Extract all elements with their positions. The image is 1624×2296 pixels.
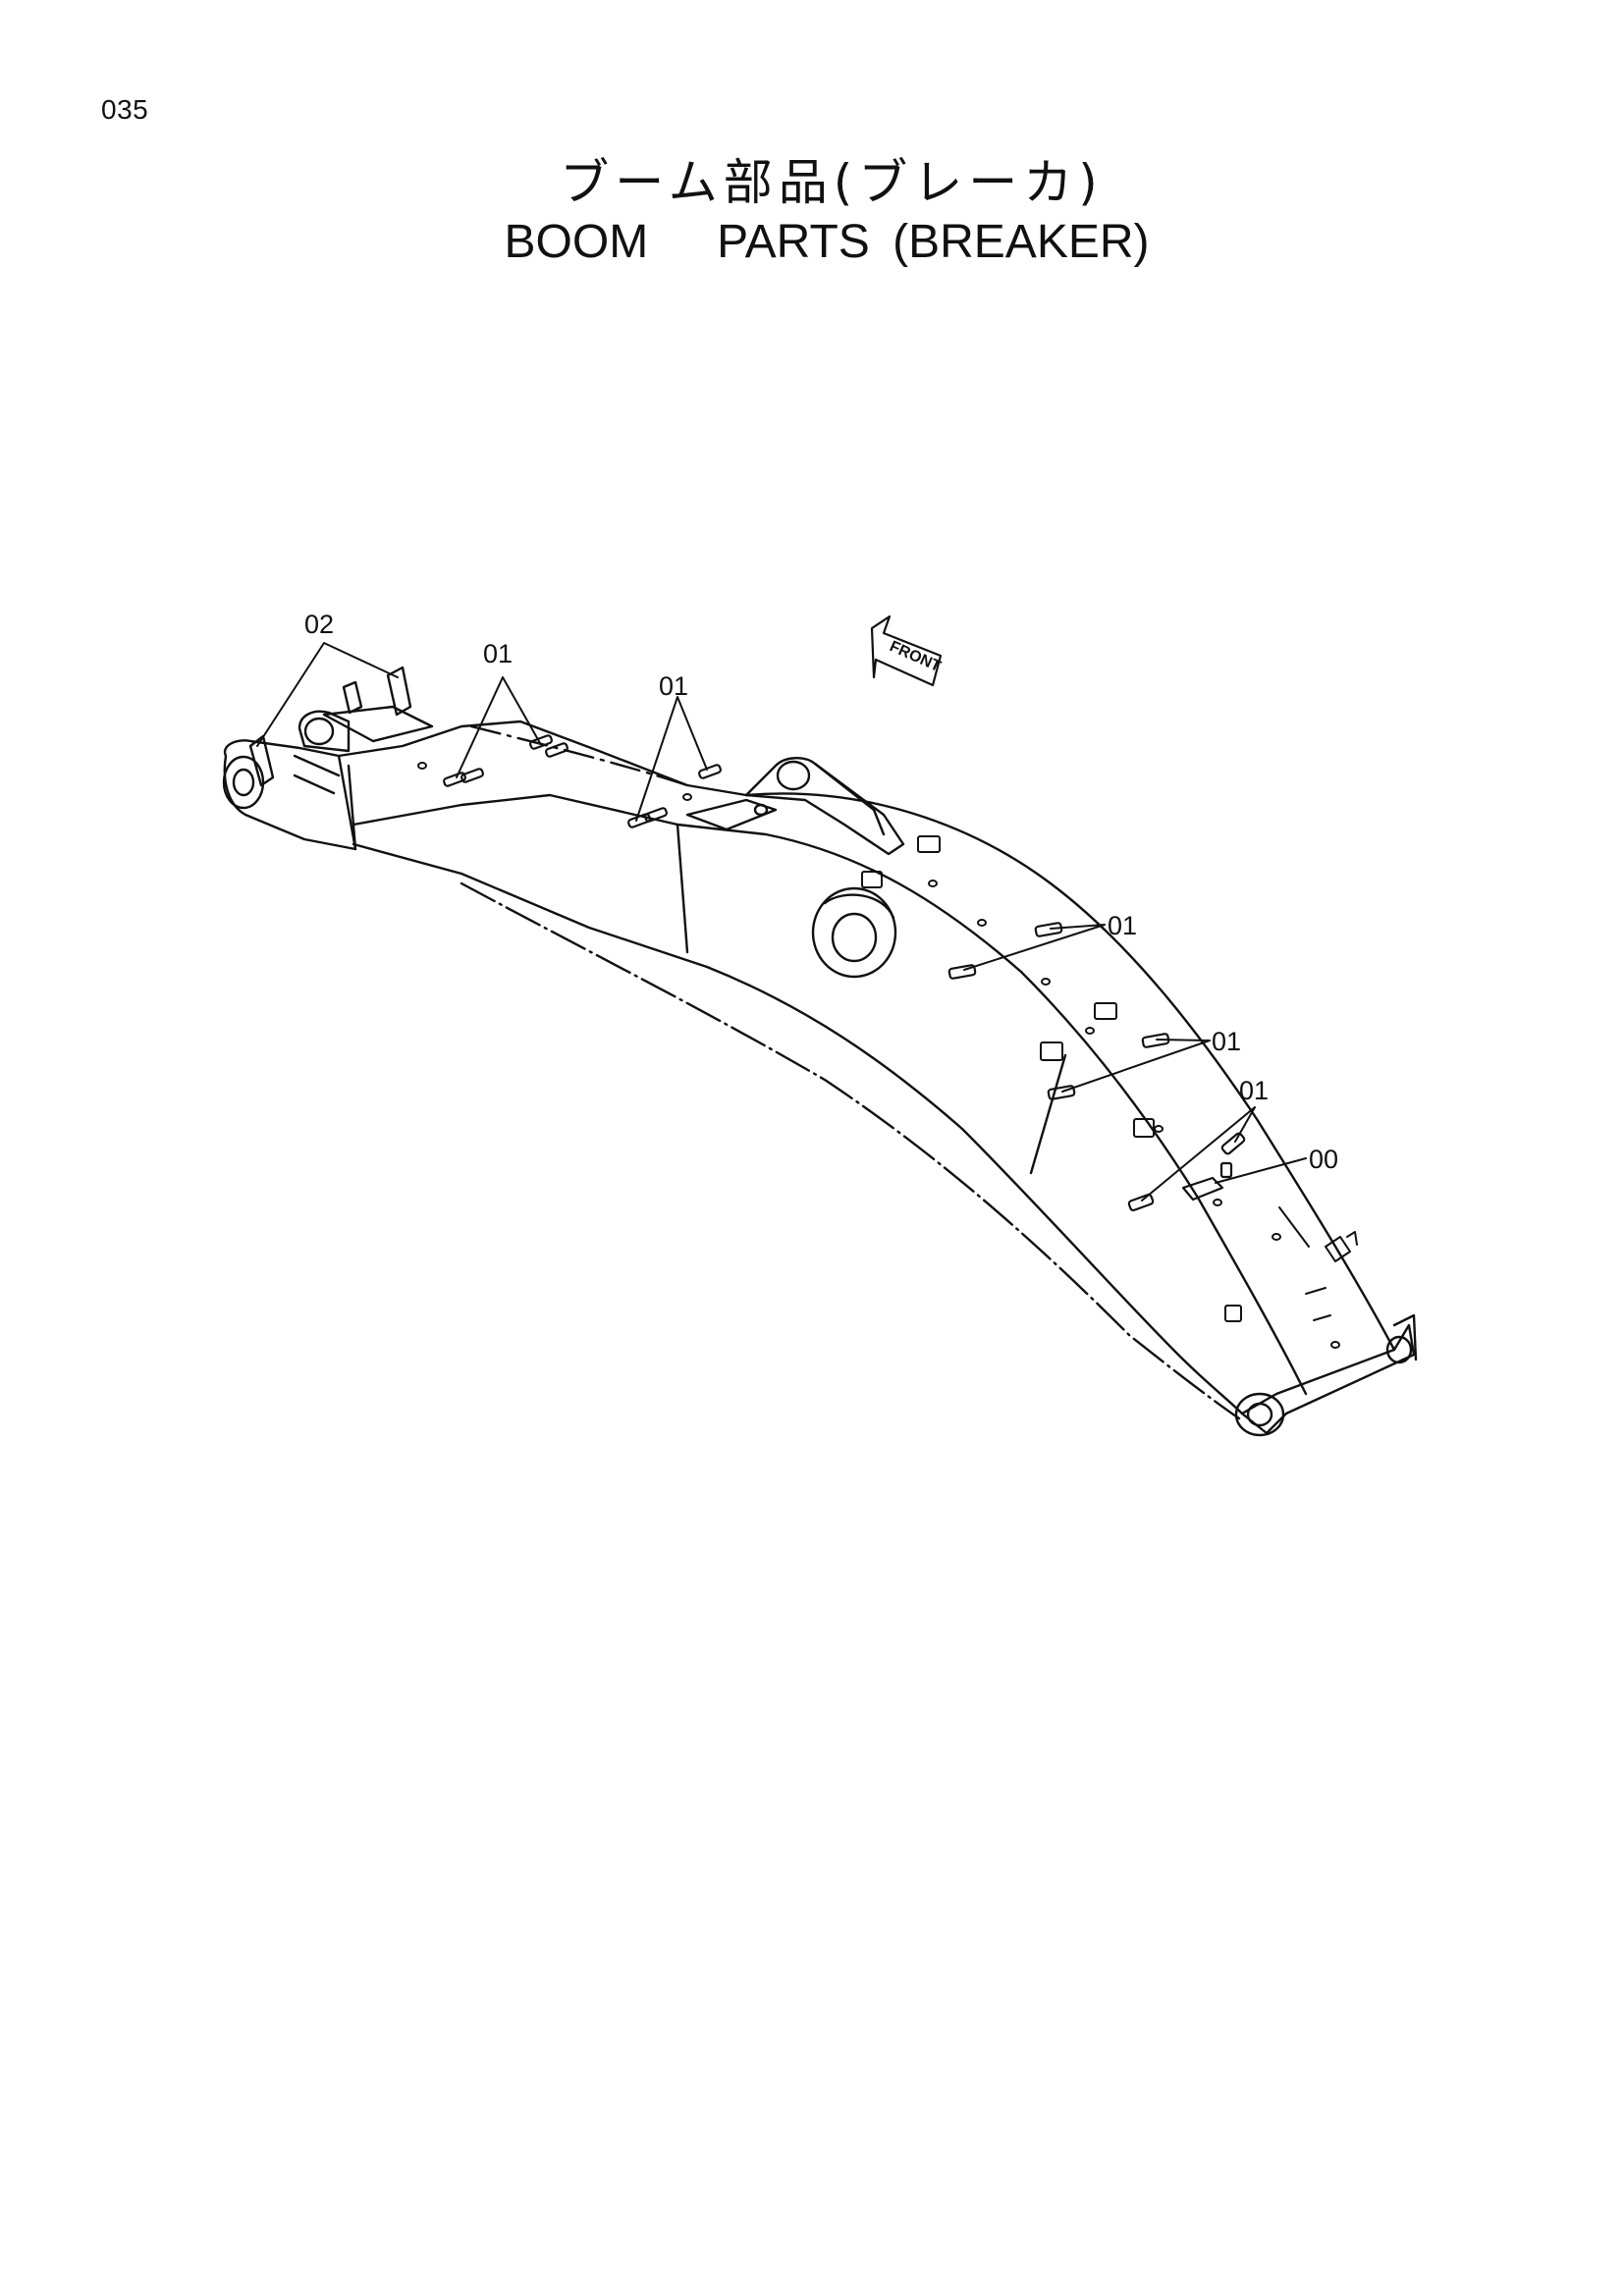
surface-grease-fitting bbox=[1325, 1236, 1351, 1262]
foot-top-plate bbox=[322, 705, 434, 743]
front-direction-marker: FRONT bbox=[870, 614, 944, 687]
surface-pad bbox=[1133, 1118, 1155, 1138]
page-title-english: BOOM PARTS (BREAKER) bbox=[504, 216, 1150, 268]
decal-01-b3 bbox=[698, 764, 722, 779]
head-pin-hole-inner bbox=[1246, 1402, 1273, 1427]
boom-foot bbox=[222, 666, 434, 851]
decal-01-d2 bbox=[1047, 1085, 1076, 1100]
head-pin-hole-outer bbox=[1234, 1392, 1285, 1437]
bracket-02-b bbox=[386, 666, 412, 717]
decal-01-c2 bbox=[947, 964, 977, 980]
callout-02: 02 bbox=[304, 610, 334, 639]
surface-hole bbox=[1330, 1341, 1340, 1349]
leader-01-e bbox=[1141, 1106, 1256, 1201]
decal-01-a2 bbox=[460, 768, 484, 783]
leader-01-a bbox=[456, 676, 541, 778]
boss-shadow bbox=[823, 893, 895, 920]
bracket-pin-hole bbox=[776, 760, 811, 791]
decal-01-a1 bbox=[443, 772, 466, 787]
surface-pad bbox=[861, 871, 883, 888]
foot-pin-hole-upper bbox=[303, 717, 335, 746]
decal-01-e1 bbox=[1220, 1132, 1246, 1155]
leader-01-d bbox=[1061, 1039, 1211, 1093]
foot-upper-lug bbox=[298, 710, 351, 753]
surface-hole bbox=[682, 793, 692, 801]
surface-slot bbox=[1278, 1206, 1310, 1248]
surface-hole bbox=[1154, 1125, 1164, 1133]
page-number: 035 bbox=[101, 94, 149, 125]
foot-plate-outer bbox=[223, 739, 357, 851]
boom-left-joint bbox=[347, 764, 357, 851]
boom-underside-curve bbox=[460, 881, 1241, 1420]
bracket-pin-small bbox=[753, 803, 769, 817]
head-plate bbox=[1240, 1323, 1416, 1435]
surface-pad bbox=[1040, 1041, 1063, 1061]
boom-head bbox=[1234, 1313, 1418, 1437]
boom-mid-joint bbox=[676, 823, 689, 954]
boom-body bbox=[337, 720, 1396, 1420]
boom-bottom-edge bbox=[352, 842, 1244, 1415]
bracket-base-plate bbox=[685, 798, 778, 831]
boom-lower-joint bbox=[1029, 1053, 1067, 1175]
front-arrow-icon bbox=[870, 614, 943, 687]
bracket-02-a bbox=[248, 734, 275, 787]
decal-01-b2 bbox=[644, 807, 668, 823]
decal-01-a4 bbox=[545, 742, 568, 758]
surface-hole bbox=[1041, 978, 1051, 986]
callout-01-c: 01 bbox=[1108, 911, 1137, 940]
surface-hole bbox=[977, 919, 987, 927]
front-marker-label: FRONT bbox=[887, 638, 943, 675]
surface-pad bbox=[1094, 1002, 1117, 1020]
boom-top-edge-left bbox=[337, 720, 748, 797]
bracket-arm bbox=[744, 757, 905, 856]
foot-cross-pin bbox=[293, 754, 341, 795]
decal-01-d1 bbox=[1141, 1033, 1170, 1048]
bracket-02-c bbox=[342, 680, 363, 715]
leader-01-c bbox=[963, 924, 1106, 971]
surface-hole bbox=[1213, 1199, 1222, 1206]
callout-labels: 02 01 01 01 01 01 00 bbox=[304, 610, 1338, 1174]
leader-00 bbox=[1215, 1157, 1307, 1184]
leader-02 bbox=[256, 642, 399, 747]
surface-hole bbox=[1085, 1027, 1095, 1035]
surface-hole bbox=[928, 880, 938, 887]
boom-ridge bbox=[469, 724, 689, 787]
leader-lines bbox=[256, 642, 1307, 1201]
page-title-japanese: ブーム部品(ブレーカ) bbox=[560, 154, 1104, 211]
surface-pad bbox=[917, 835, 941, 853]
title-block: ブーム部品(ブレーカ) BOOM PARTS (BREAKER) bbox=[0, 152, 1624, 272]
head-pin-hole-right bbox=[1385, 1335, 1413, 1364]
surface-slot bbox=[1305, 1287, 1326, 1295]
callout-01-d: 01 bbox=[1212, 1027, 1241, 1056]
foot-pin-hole-left bbox=[222, 755, 265, 810]
decal-01-a3 bbox=[529, 734, 553, 750]
head-side bbox=[1392, 1313, 1418, 1362]
cylinder-bracket bbox=[685, 757, 905, 856]
boom-top-edge-right bbox=[744, 792, 1396, 1352]
pivot-boss bbox=[811, 886, 897, 979]
callout-01-b: 01 bbox=[659, 671, 688, 701]
bracket-arm-2 bbox=[813, 762, 886, 836]
surface-pad bbox=[1224, 1305, 1242, 1322]
plate-00-small bbox=[1219, 1161, 1233, 1179]
foot-pin-hole-left-inner bbox=[232, 768, 255, 797]
boss-outer bbox=[811, 886, 897, 979]
callout-01-a: 01 bbox=[483, 639, 513, 668]
surface-details bbox=[417, 762, 1358, 1349]
boom-upper-contour bbox=[352, 793, 1308, 1396]
decal-plates bbox=[443, 734, 1246, 1212]
callout-00: 00 bbox=[1309, 1145, 1338, 1174]
plate-00 bbox=[1181, 1176, 1224, 1201]
decal-01-c1 bbox=[1034, 922, 1063, 937]
callout-01-e: 01 bbox=[1239, 1076, 1269, 1105]
surface-grease-fitting bbox=[1346, 1231, 1358, 1246]
surface-slot bbox=[1313, 1314, 1331, 1321]
surface-hole bbox=[1272, 1233, 1281, 1241]
boss-inner bbox=[831, 912, 878, 963]
decal-01-e2 bbox=[1127, 1193, 1155, 1212]
leader-01-b bbox=[635, 696, 708, 822]
surface-hole bbox=[417, 762, 427, 770]
